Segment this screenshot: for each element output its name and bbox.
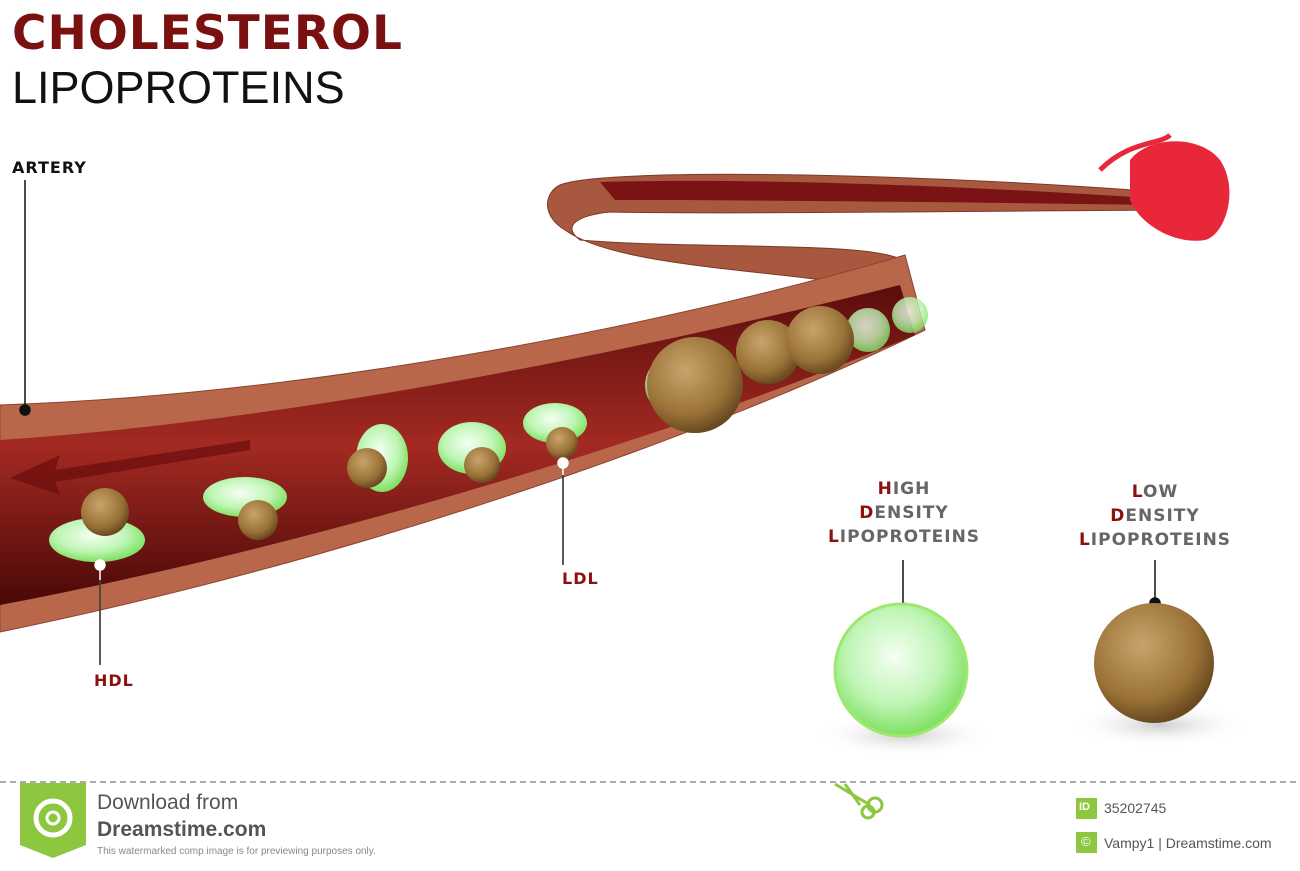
footer-site-link[interactable]: Dreamstime.com xyxy=(97,818,267,841)
artery-upper xyxy=(547,173,1161,291)
hdl-legend: HIGH DENSITY LIPOPROTEINS xyxy=(827,479,981,547)
title-lipoproteins: LIPOPROTEINS xyxy=(12,62,345,113)
heart-icon xyxy=(1130,141,1230,241)
footer-download: Download from xyxy=(97,791,239,814)
label-artery: ARTERY xyxy=(12,158,87,177)
copyright-badge: © xyxy=(1081,834,1091,849)
ldl-legend: LOW DENSITY LIPOPROTEINS xyxy=(1078,482,1232,550)
scissors-icon xyxy=(834,782,884,820)
label-ldl: LDL xyxy=(562,569,599,588)
footer-notice: This watermarked comp image is for previ… xyxy=(97,846,376,857)
label-hdl: HDL xyxy=(94,671,134,690)
author-credit: Vampy1 | Dreamstime.com xyxy=(1104,835,1272,851)
copyright-icon xyxy=(1076,832,1097,853)
ldl-sphere xyxy=(1094,603,1214,723)
hdl-sphere xyxy=(833,602,969,738)
flow-arrow-icon xyxy=(10,440,250,495)
dreamstime-logo-icon xyxy=(20,783,86,858)
ldl-particles xyxy=(81,306,854,540)
title-cholesterol: CHOLESTEROL xyxy=(12,6,403,61)
id-icon xyxy=(1076,798,1097,819)
image-id: 35202745 xyxy=(1104,800,1167,816)
id-badge: ID xyxy=(1079,801,1090,813)
